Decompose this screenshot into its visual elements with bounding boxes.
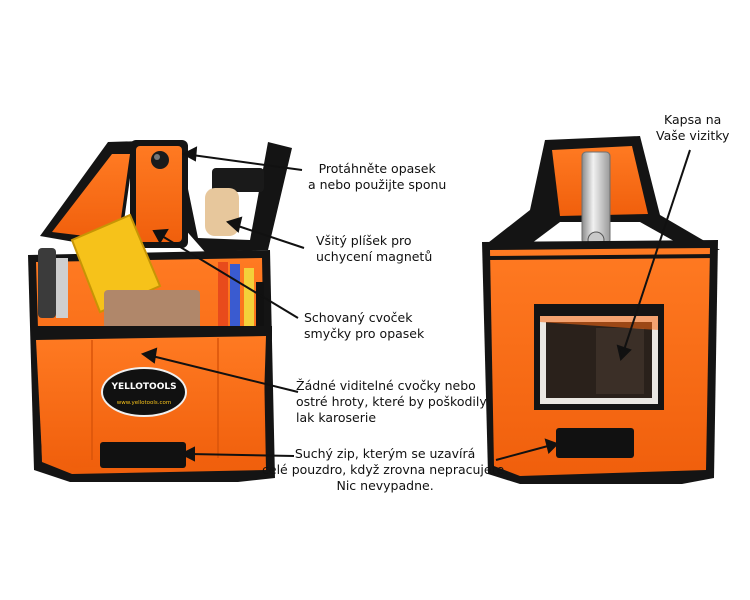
label-belt: Protáhněte opasek a nebo použijte sponu	[308, 161, 447, 192]
snap-button	[151, 151, 169, 169]
brand-logo: YELLOTOOLS www.yellotools.com	[101, 367, 187, 417]
label-card-pocket: Kapsa na Vaše vizitky	[656, 112, 730, 143]
velcro-strip-front	[100, 442, 186, 468]
label-velcro: Suchý zip, kterým se uzavírá celé pouzdr…	[262, 446, 509, 493]
logo-url: www.yellotools.com	[117, 400, 172, 406]
back-pouch	[482, 136, 720, 484]
velcro-strip-back	[556, 428, 634, 458]
label-rivet: Schovaný cvoček smyčky pro opasek	[304, 310, 425, 341]
logo-brand: YELLOTOOLS	[110, 382, 176, 392]
tools	[38, 168, 264, 338]
label-no-rivets: Žádné viditelné cvočky nebo ostré hroty,…	[296, 378, 487, 425]
belt-clip	[581, 151, 611, 245]
front-pouch: YELLOTOOLS www.yellotools.com	[28, 140, 292, 482]
callout-arrows	[140, 146, 691, 462]
label-magnet: Všitý plíšek pro uchycení magnetů	[316, 233, 433, 264]
